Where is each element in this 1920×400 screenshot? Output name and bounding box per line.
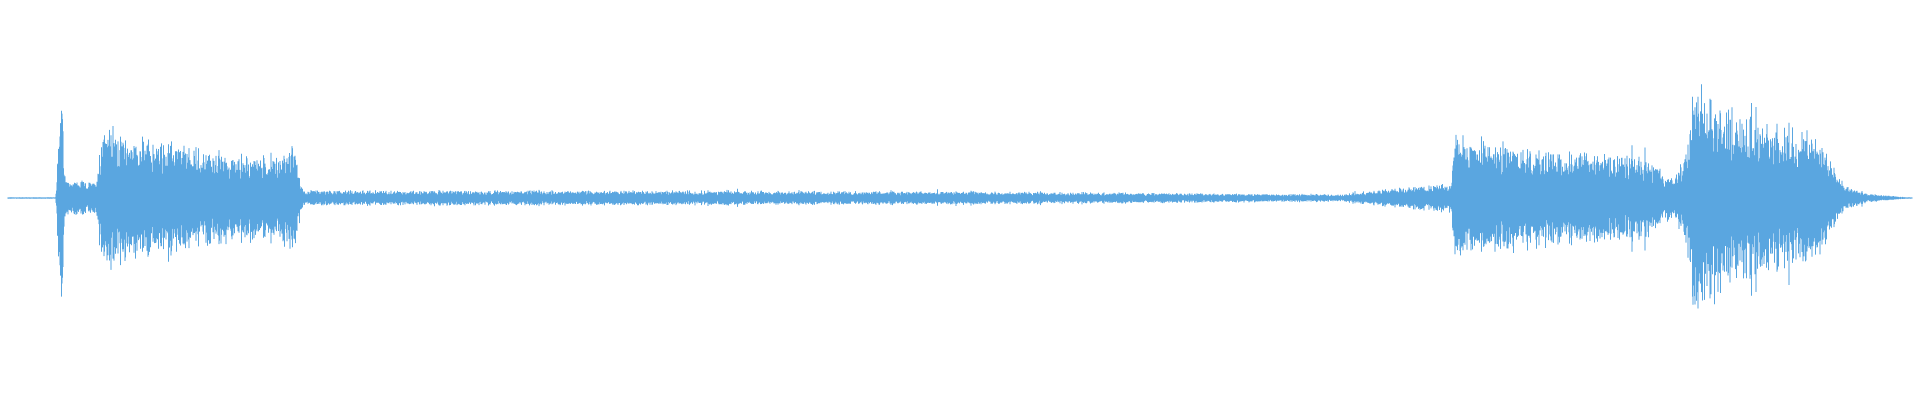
waveform-samples	[7, 84, 1913, 309]
